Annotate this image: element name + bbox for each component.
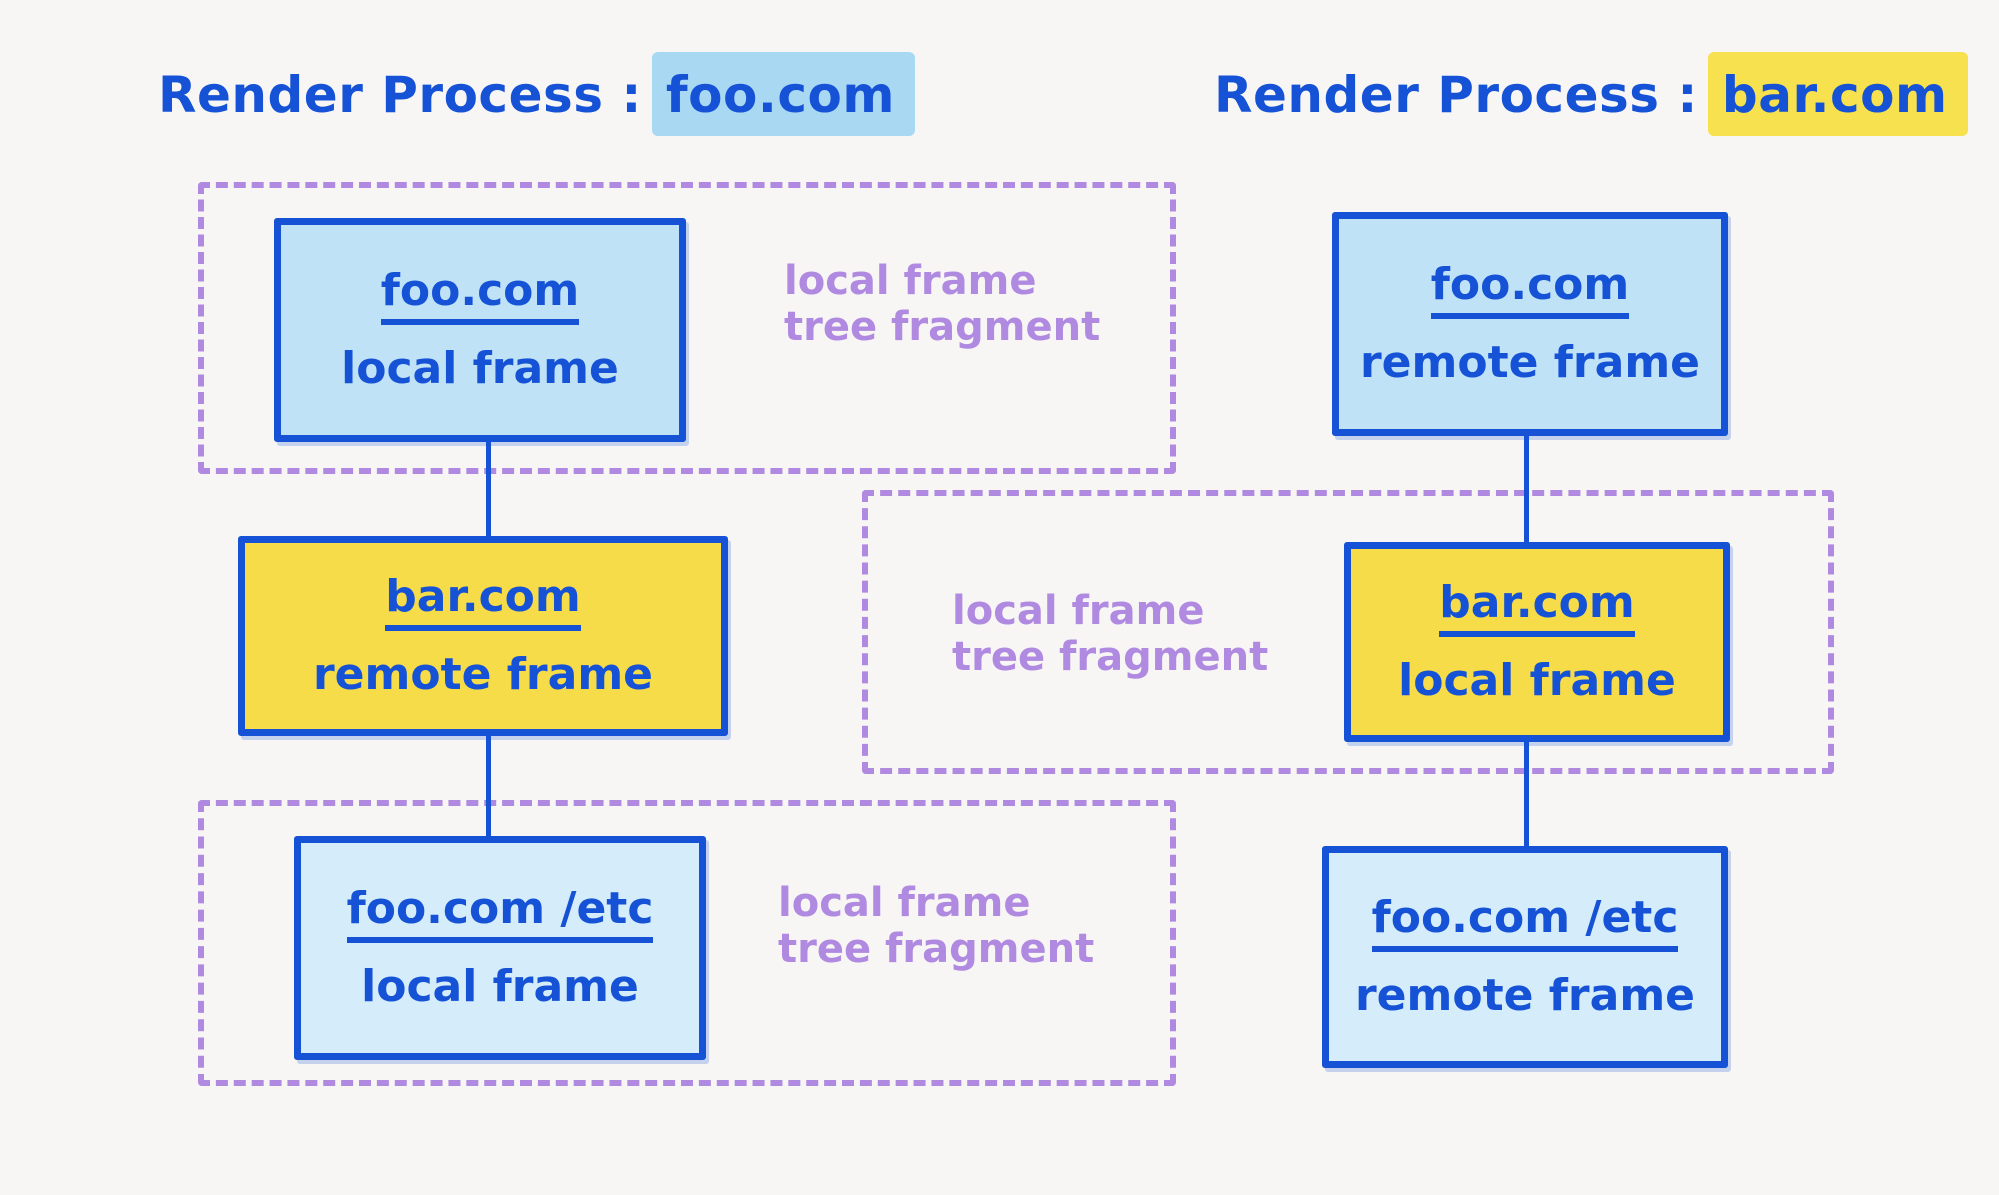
- process-title-bar-label: Render Process :: [1214, 66, 1698, 124]
- frame-box-left-2-kind: remote frame: [312, 649, 654, 700]
- fragment-region-bottom-left: [198, 800, 1176, 1086]
- frame-box-right-1-kind: remote frame: [1359, 337, 1701, 388]
- frame-box-left-3[interactable]: foo.com /etc local frame: [294, 836, 706, 1060]
- fragment-label-middle: local frame tree fragment: [952, 588, 1269, 680]
- process-title-bar-origin: bar.com: [1707, 52, 1968, 136]
- process-title-foo: Render Process : foo.com: [158, 52, 916, 136]
- fragment-label-top-left: local frame tree fragment: [784, 258, 1101, 350]
- frame-box-left-2-origin: bar.com: [385, 575, 581, 631]
- frame-box-right-3-kind: remote frame: [1354, 970, 1696, 1021]
- frame-box-right-3-origin: foo.com /etc: [1371, 896, 1679, 952]
- process-title-bar: Render Process : bar.com: [1214, 52, 1968, 136]
- process-title-foo-origin: foo.com: [651, 52, 916, 136]
- frame-box-left-1[interactable]: foo.com local frame: [274, 218, 686, 442]
- frame-box-right-2-kind: local frame: [1398, 655, 1676, 706]
- connector-left-2: [486, 734, 491, 838]
- frame-box-right-2[interactable]: bar.com local frame: [1344, 542, 1730, 742]
- connector-right-2: [1524, 742, 1529, 848]
- fragment-label-bottom-left: local frame tree fragment: [778, 880, 1095, 972]
- frame-box-left-1-kind: local frame: [341, 343, 619, 394]
- frame-box-left-1-origin: foo.com: [380, 269, 580, 325]
- fragment-region-top-left: [198, 182, 1176, 474]
- connector-right-1: [1524, 436, 1529, 546]
- frame-box-right-3[interactable]: foo.com /etc remote frame: [1322, 846, 1728, 1068]
- connector-left-1: [486, 440, 491, 540]
- frame-box-right-1[interactable]: foo.com remote frame: [1332, 212, 1728, 436]
- frame-box-left-2[interactable]: bar.com remote frame: [238, 536, 728, 736]
- frame-box-left-3-kind: local frame: [361, 961, 639, 1012]
- process-title-foo-label: Render Process :: [158, 66, 642, 124]
- fragment-region-middle: [862, 490, 1834, 774]
- frame-box-right-2-origin: bar.com: [1439, 581, 1635, 637]
- frame-box-right-1-origin: foo.com: [1430, 263, 1630, 319]
- frame-box-left-3-origin: foo.com /etc: [346, 887, 654, 943]
